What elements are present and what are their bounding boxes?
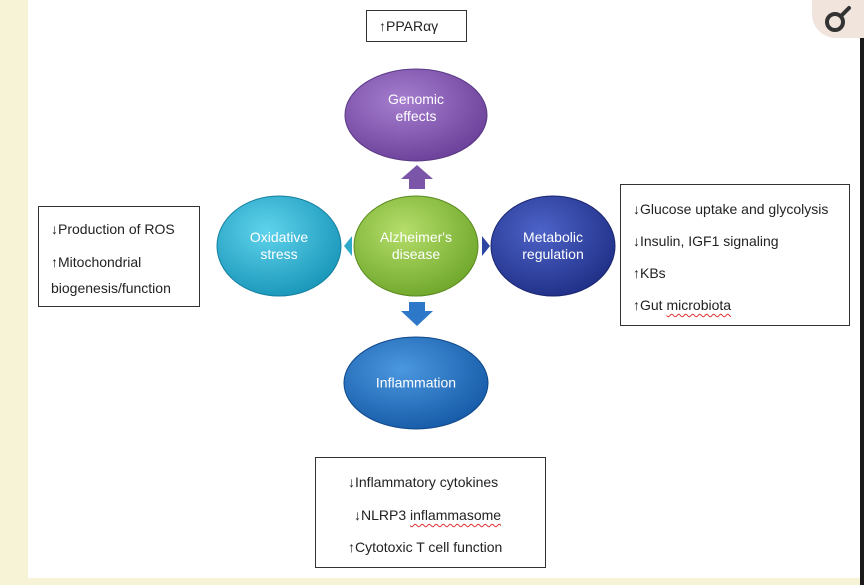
inflammation-box: ↓Inflammatory cytokines ↓NLRP3 inflammas…	[315, 457, 546, 568]
cytotoxic-text: ↑Cytotoxic T cell function	[348, 539, 503, 555]
inflammation-label: Inflammation	[375, 374, 457, 391]
pparag-text: ↑PPARαγ	[379, 18, 439, 34]
arrow-down	[401, 302, 433, 326]
arrow-right	[482, 236, 490, 256]
oxidative-stress-box: ↓Production of ROS ↑Mitochondrial biogen…	[38, 206, 200, 307]
genomic-effects-node	[344, 68, 488, 162]
arrow-left	[344, 236, 352, 256]
window-edge	[860, 0, 864, 585]
biogenesis-text: biogenesis/function	[51, 280, 171, 296]
ros-text: ↓Production of ROS	[51, 221, 175, 237]
gut-microbiota-text: ↑Gut microbiota	[633, 297, 732, 313]
alzheimers-disease-node	[353, 195, 479, 297]
arrow-up	[401, 165, 433, 189]
zoom-magnifier-icon	[825, 6, 851, 32]
metabolic-regulation-node	[490, 195, 616, 297]
cytokines-text: ↓Inflammatory cytokines	[348, 474, 499, 490]
nlrp3-text: ↓NLRP3 inflammasome	[354, 507, 502, 523]
glucose-text: ↓Glucose uptake and glycolysis	[633, 201, 829, 217]
mitochondrial-text: ↑Mitochondrial	[51, 254, 142, 270]
pparag-box: ↑PPARαγ	[366, 10, 467, 42]
metabolic-regulation-box: ↓Glucose uptake and glycolysis ↓Insulin,…	[620, 184, 850, 326]
zoom-button[interactable]	[812, 0, 864, 38]
oxidative-stress-node	[216, 195, 342, 297]
inflammation-node	[343, 336, 489, 430]
kbs-text: ↑KBs	[633, 265, 666, 281]
insulin-text: ↓Insulin, IGF1 signaling	[633, 233, 779, 249]
